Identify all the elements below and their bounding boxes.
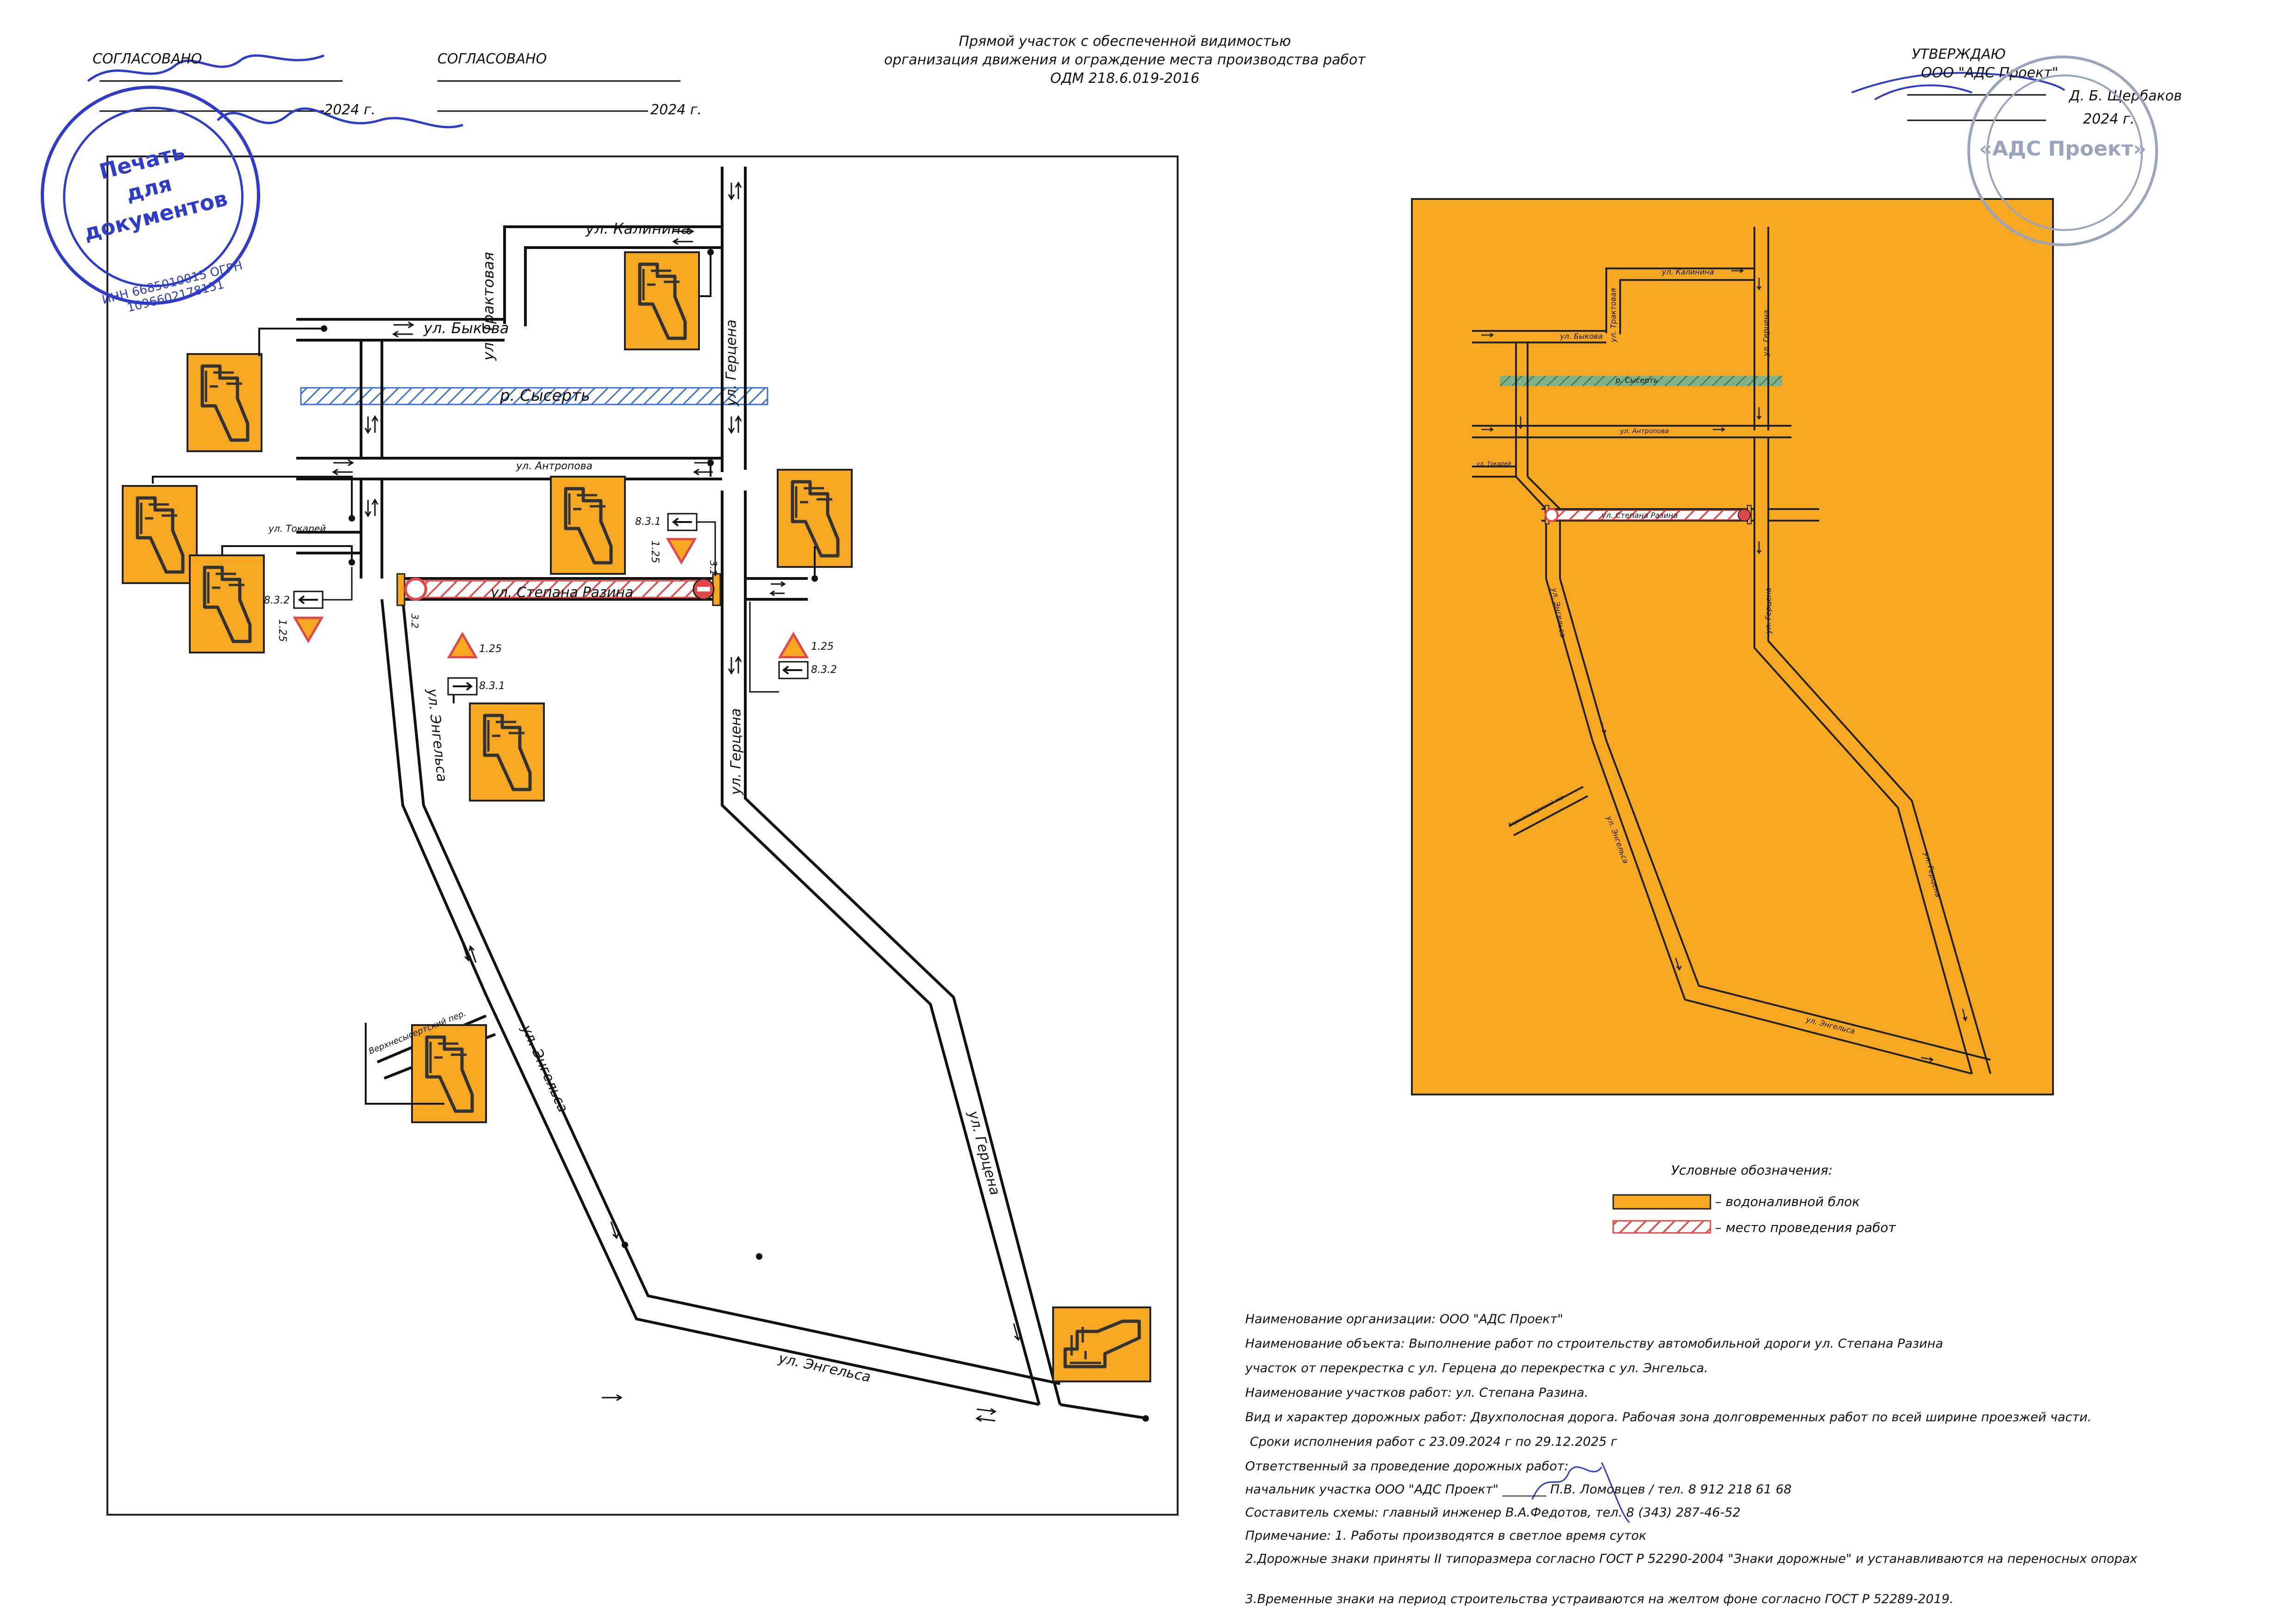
street-label-gertsena-mid: ул. Герцена xyxy=(728,708,744,795)
note-work-type: Вид и характер дорожных работ: Двухполос… xyxy=(1245,1410,2092,1424)
overview-river xyxy=(1500,376,1782,386)
sign-label-832-east: 8.3.2 xyxy=(811,664,837,676)
sign-label-31: 3.1 xyxy=(707,560,719,575)
seal-right-center: «АДС Проект» xyxy=(1979,137,2146,161)
legend-barrier-swatch xyxy=(1612,1194,1711,1210)
overview-label-gertsena-mid: ул. Герцена xyxy=(1764,587,1773,634)
sign-label-125-west: 1.25 xyxy=(276,619,288,642)
overview-label-river: р. Сысерть xyxy=(1616,376,1658,385)
river-band xyxy=(300,387,768,405)
sign-group-north xyxy=(666,513,716,576)
sign-group-center xyxy=(447,632,478,696)
street-label-gertsena-north: ул. Герцена xyxy=(723,319,740,406)
note-remark-1: Примечание: 1. Работы производятся в све… xyxy=(1245,1529,1647,1543)
building-icon xyxy=(1053,1307,1150,1381)
overview-roads xyxy=(1472,227,1991,1075)
sign-label-832-west: 8.3.2 xyxy=(264,595,290,606)
sign-label-831-center: 8.3.1 xyxy=(479,680,505,692)
building-icon xyxy=(123,486,197,583)
overview-map xyxy=(1411,198,2054,1095)
approval-left-year: 2024 г. xyxy=(324,102,376,118)
seal-right-stamp: «АДС Проект» xyxy=(1967,56,2158,246)
legend-item-barrier: – водоналивной блок xyxy=(1715,1194,1860,1209)
title-line-3: ОДМ 218.6.019-2016 xyxy=(1050,70,1200,87)
overview-label-antropova: ул. Антропова xyxy=(1620,428,1669,435)
note-dates: Сроки исполнения работ с 23.09.2024 г по… xyxy=(1250,1435,1617,1449)
approval-left-label: СОГЛАСОВАНО xyxy=(93,51,202,67)
building-icon xyxy=(551,477,625,574)
street-label-razina: ул. Степана Разина xyxy=(491,585,634,601)
overview-label-gertsena-north: ул. Герцена xyxy=(1761,310,1771,356)
building-icon xyxy=(625,252,699,349)
sign-label-32: 3.2 xyxy=(409,614,420,628)
sign-group-east xyxy=(749,602,809,693)
legend-workzone-swatch xyxy=(1612,1220,1711,1234)
work-zone-razina xyxy=(406,580,709,598)
sign-label-125-north: 1.25 xyxy=(649,541,661,563)
overview-label-razina: ул. Степана Разина xyxy=(1602,511,1678,520)
note-object: Наименование объекта: Выполнение работ п… xyxy=(1245,1337,1943,1351)
title-line-2: организация движения и ограждение места … xyxy=(884,52,1366,68)
street-label-traktovaya: ул. Трактовая xyxy=(480,252,497,361)
approve-label: УТВЕРЖДАЮ xyxy=(1912,46,2006,62)
overview-label-bykova: ул. Быкова xyxy=(1560,332,1603,341)
signature-left xyxy=(87,54,463,129)
note-responsible: начальник участка ООО "АДС Проект" _____… xyxy=(1245,1482,1792,1497)
legend-title: Условные обозначения: xyxy=(1671,1163,1833,1178)
note-remark-3: 3.Временные знаки на период строительств… xyxy=(1245,1592,1954,1606)
note-segment: участок от перекрестка с ул. Герцена до … xyxy=(1245,1361,1708,1375)
overview-label-tokarey: ул. Токарей xyxy=(1477,460,1511,467)
building-icon xyxy=(190,555,264,653)
overview-label-kalinina: ул. Калинина xyxy=(1662,267,1714,276)
building-icon xyxy=(412,1025,486,1122)
overview-label-traktovaya: ул. Трактовая xyxy=(1609,288,1618,342)
note-work-site: Наименование участков работ: ул. Степана… xyxy=(1245,1386,1589,1400)
road-network xyxy=(296,167,1148,1420)
sign-label-125-center: 1.25 xyxy=(479,643,502,655)
building-icon xyxy=(187,354,262,451)
sign-label-831-north: 8.3.1 xyxy=(635,516,661,528)
signature-responsible xyxy=(1531,1462,1630,1524)
barrier-west xyxy=(396,573,406,606)
legend-item-workzone: – место проведения работ xyxy=(1715,1220,1896,1235)
building-icon xyxy=(470,703,544,801)
note-remark-2: 2.Дорожные знаки приняты II типоразмера … xyxy=(1245,1552,2138,1566)
sign-group-west xyxy=(293,567,353,643)
approval-middle-label: СОГЛАСОВАНО xyxy=(437,51,547,67)
approval-middle-year: 2024 г. xyxy=(650,102,702,118)
note-org: Наименование организации: ООО "АДС Проек… xyxy=(1245,1312,1563,1326)
street-label-bykova: ул. Быкова xyxy=(424,319,509,337)
left-plan-frame xyxy=(106,155,1179,1516)
sign-3-2-icon xyxy=(404,578,427,601)
title-line-1: Прямой участок с обеспеченной видимостью xyxy=(959,33,1291,50)
note-author: Составитель схемы: главный инженер В.А.Ф… xyxy=(1245,1505,1741,1520)
note-responsible-title: Ответственный за проведение дорожных раб… xyxy=(1245,1459,1569,1474)
street-label-antropova: ул. Антропова xyxy=(516,460,593,472)
street-label-tokarey: ул. Токарей xyxy=(268,523,326,534)
sign-label-125-east: 1.25 xyxy=(811,641,834,653)
street-label-kalinina: ул. Калинина xyxy=(586,220,690,237)
river-label: р. Сысерть xyxy=(500,386,590,405)
